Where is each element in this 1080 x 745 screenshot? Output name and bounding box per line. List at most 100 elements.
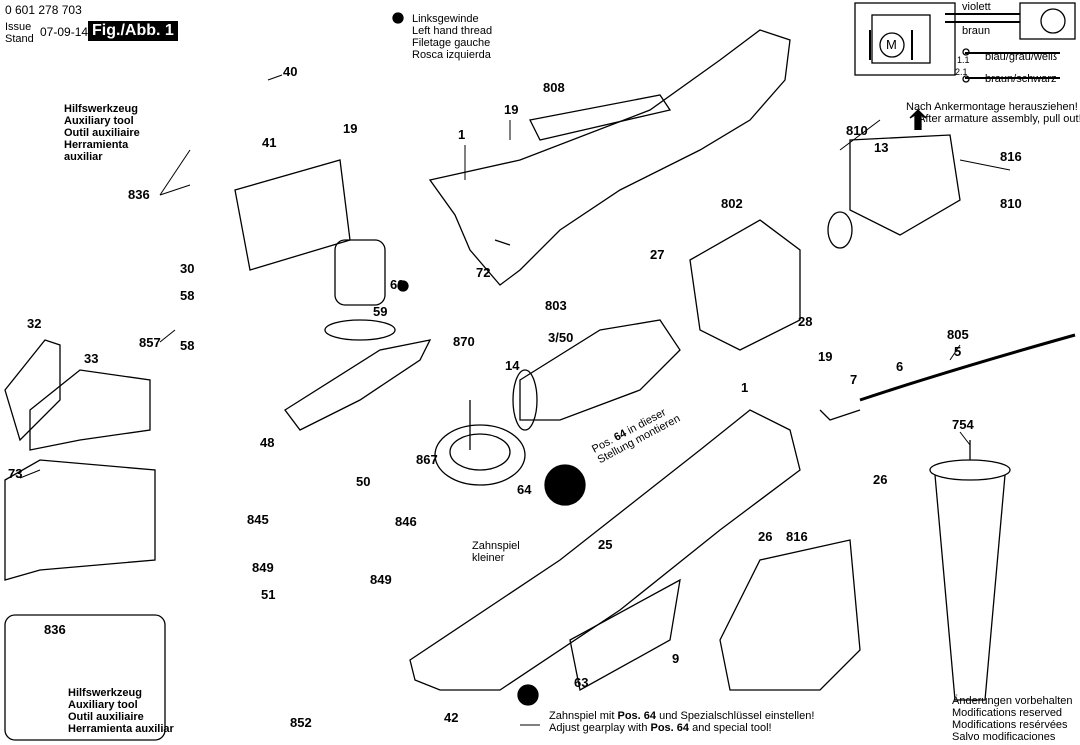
part-label: 40: [283, 64, 298, 79]
part-label: 802: [721, 196, 743, 211]
part-label: 846: [395, 514, 417, 529]
wire-label: braun/schwarz: [985, 73, 1057, 85]
wire-label: blau/grau/weiß: [985, 51, 1058, 63]
note-text: und Spezialschlüssel einstellen!: [656, 710, 815, 722]
caption-line: Hilfswerkzeug: [64, 103, 138, 115]
note-line: Modifications reserved: [952, 707, 1063, 719]
legend-line: Linksgewinde: [412, 13, 479, 25]
legend-line: Left hand thread: [412, 25, 493, 37]
part-label: 41: [262, 135, 277, 150]
part-label: 72: [476, 265, 491, 280]
part-label: 803: [545, 298, 567, 313]
side-handle: [929, 440, 1011, 701]
foot-plate: [234, 159, 432, 431]
part-label: 849: [252, 560, 274, 575]
leader-lines: [19, 74, 1011, 726]
part-label: 60: [390, 277, 405, 292]
upper-housing: [428, 29, 791, 286]
gear: [434, 400, 526, 486]
part-label: 64: [517, 482, 532, 497]
gearplay-smaller: Zahnspiel: [472, 540, 520, 552]
switch-label: 2.1: [955, 67, 968, 77]
figure-label: Fig./Abb. 1: [88, 21, 178, 41]
part-label: 26: [873, 472, 888, 487]
part-label: 50: [356, 474, 371, 489]
part-label: 14: [505, 358, 520, 373]
position-indicator-icon: [544, 464, 586, 506]
sanding-sheets: [4, 339, 156, 581]
gearplay-smaller: kleiner: [472, 552, 505, 564]
part-label: 58: [180, 338, 195, 353]
part-label: 5: [954, 344, 962, 359]
legend-line: Rosca izquierda: [412, 49, 491, 61]
star-circle-icon: [392, 12, 404, 24]
caption-line: auxiliar: [64, 151, 103, 163]
part-label: 33: [84, 351, 99, 366]
note-text: Pos. 64: [650, 722, 690, 734]
part-label: 63: [574, 675, 589, 690]
inset-auxiliary-tool: [4, 614, 166, 741]
inset-wiring-detail: [719, 539, 861, 691]
part-label: 26: [758, 529, 773, 544]
special-tool-icon: [517, 684, 539, 706]
stand-label: Stand: [5, 33, 34, 45]
brush-holder: [827, 134, 961, 249]
part-label: 19: [818, 349, 833, 364]
part-label: 857: [139, 335, 161, 350]
note-text: Zahnspiel mit: [549, 710, 618, 722]
wiring-diagram: [854, 2, 1076, 83]
part-label: 27: [650, 247, 665, 262]
part-label: 73: [8, 466, 23, 481]
adjust-note-en: Adjust gearplay with Pos. 64 and special…: [549, 722, 772, 734]
caption-line: Auxiliary tool: [68, 699, 138, 711]
power-cable: [819, 333, 1076, 421]
part-label: 816: [786, 529, 808, 544]
part-label: 19: [504, 102, 519, 117]
note-text: Pos. 64: [617, 710, 657, 722]
part-number: 0 601 278 703: [5, 3, 82, 17]
part-label: 852: [290, 715, 312, 730]
note-line: Änderungen vorbehalten: [952, 695, 1073, 707]
pull-out-note-en: After armature assembly, pull out!: [918, 113, 1080, 125]
star-circle-icon: [397, 280, 409, 292]
caption-line: Herramienta: [64, 139, 129, 151]
caption-line: Auxiliary tool: [64, 115, 134, 127]
part-label: 3/50: [548, 330, 574, 345]
part-label: 816: [1000, 149, 1022, 164]
wire-label: violett: [962, 1, 991, 13]
part-label: 9: [672, 651, 680, 666]
note-line: Modifications resérvées: [952, 719, 1068, 731]
pull-out-arrow-icon: [909, 109, 927, 130]
part-label: 25: [598, 537, 613, 552]
part-label: 849: [370, 572, 392, 587]
part-label: 1: [741, 380, 749, 395]
caption-line: Hilfswerkzeug: [68, 687, 142, 699]
armature: [512, 319, 681, 431]
issue-label: Issue: [5, 21, 32, 33]
part-label: 19: [343, 121, 358, 136]
caption-line: Outil auxiliaire: [68, 711, 144, 723]
part-label: 836: [44, 622, 66, 637]
part-label: 28: [798, 314, 813, 329]
part-label: 805: [947, 327, 969, 342]
motor-symbol: M: [886, 37, 897, 52]
legend-line: Filetage gauche: [412, 37, 491, 49]
part-label: 48: [260, 435, 275, 450]
part-label: 32: [27, 316, 42, 331]
part-label: 59: [373, 304, 388, 319]
lower-housing: [409, 409, 801, 692]
part-label: 30: [180, 261, 195, 276]
part-label: 810: [846, 123, 868, 138]
part-label: 808: [543, 80, 565, 95]
wire-label: braun: [962, 25, 991, 37]
part-label: 6: [896, 359, 904, 374]
part-label: 845: [247, 512, 269, 527]
note-line: Salvo modificaciones: [952, 731, 1056, 743]
part-label: 1: [458, 127, 466, 142]
switch-label: 1.1: [957, 55, 970, 65]
part-label: 51: [261, 587, 276, 602]
part-label: 810: [1000, 196, 1022, 211]
pull-out-note-de: Nach Ankermontage herausziehen!: [906, 101, 1078, 113]
note-text: Adjust gearplay with: [549, 722, 651, 734]
